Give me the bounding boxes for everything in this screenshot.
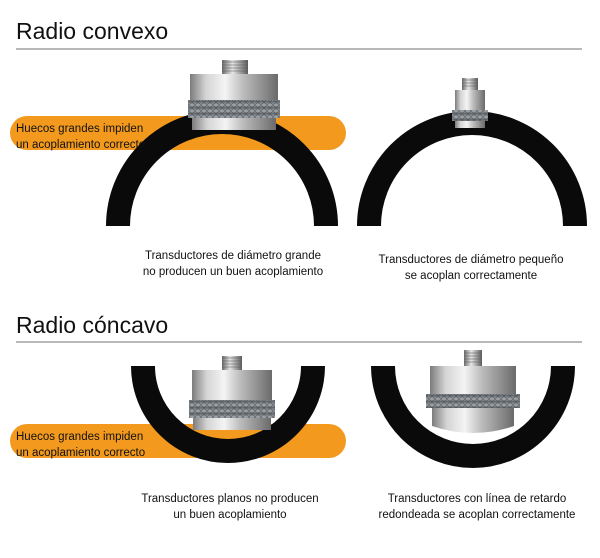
concave-gap-label-line2: un acoplamiento correcto bbox=[16, 447, 146, 459]
concave-gap-label-line1: Huecos grandes impiden bbox=[16, 431, 144, 443]
concave-left-caption: Transductores planos no producen un buen… bbox=[115, 491, 345, 523]
convex-gap-label-line1: Huecos grandes impiden bbox=[16, 123, 144, 135]
concave-gap-label: Huecos grandes impiden un acoplamiento c… bbox=[16, 429, 145, 461]
convex-right-caption-line2: se acoplan correctamente bbox=[404, 270, 538, 282]
convex-gap-label: Huecos grandes impiden un acoplamiento c… bbox=[16, 121, 145, 153]
convex-right-caption-line1: Transductores de diámetro pequeño bbox=[378, 254, 564, 266]
convex-gap-label-line2: un acoplamiento correcto bbox=[16, 139, 146, 151]
concave-left-caption-line1: Transductores planos no producen bbox=[141, 493, 319, 505]
convex-left-caption-line2: no producen un buen acoplamiento bbox=[142, 266, 324, 278]
concave-flat-transducer bbox=[189, 356, 275, 430]
convex-divider bbox=[16, 48, 582, 50]
concave-left-pipe bbox=[131, 365, 325, 463]
convex-large-transducer bbox=[188, 60, 280, 130]
convex-section-title: Radio convexo bbox=[16, 18, 169, 44]
convex-left-caption: Transductores de diámetro grande no prod… bbox=[120, 248, 346, 280]
concave-delay-line-transducer bbox=[426, 350, 520, 433]
convex-small-transducer bbox=[452, 78, 488, 128]
concave-right-caption-line2: redondeada se acoplan correctamente bbox=[378, 509, 576, 521]
convex-right-caption: Transductores de diámetro pequeño se aco… bbox=[358, 252, 584, 284]
concave-section-title: Radio cóncavo bbox=[16, 312, 169, 338]
concave-right-caption-line1: Transductores con línea de retardo bbox=[387, 493, 567, 505]
concave-right-caption: Transductores con línea de retardo redon… bbox=[362, 491, 592, 523]
concave-left-caption-line2: un buen acoplamiento bbox=[173, 509, 287, 521]
convex-left-caption-line1: Transductores de diámetro grande bbox=[144, 250, 321, 262]
concave-divider bbox=[16, 341, 582, 343]
convex-right-pipe bbox=[357, 111, 587, 227]
concave-right-pipe bbox=[371, 365, 575, 468]
